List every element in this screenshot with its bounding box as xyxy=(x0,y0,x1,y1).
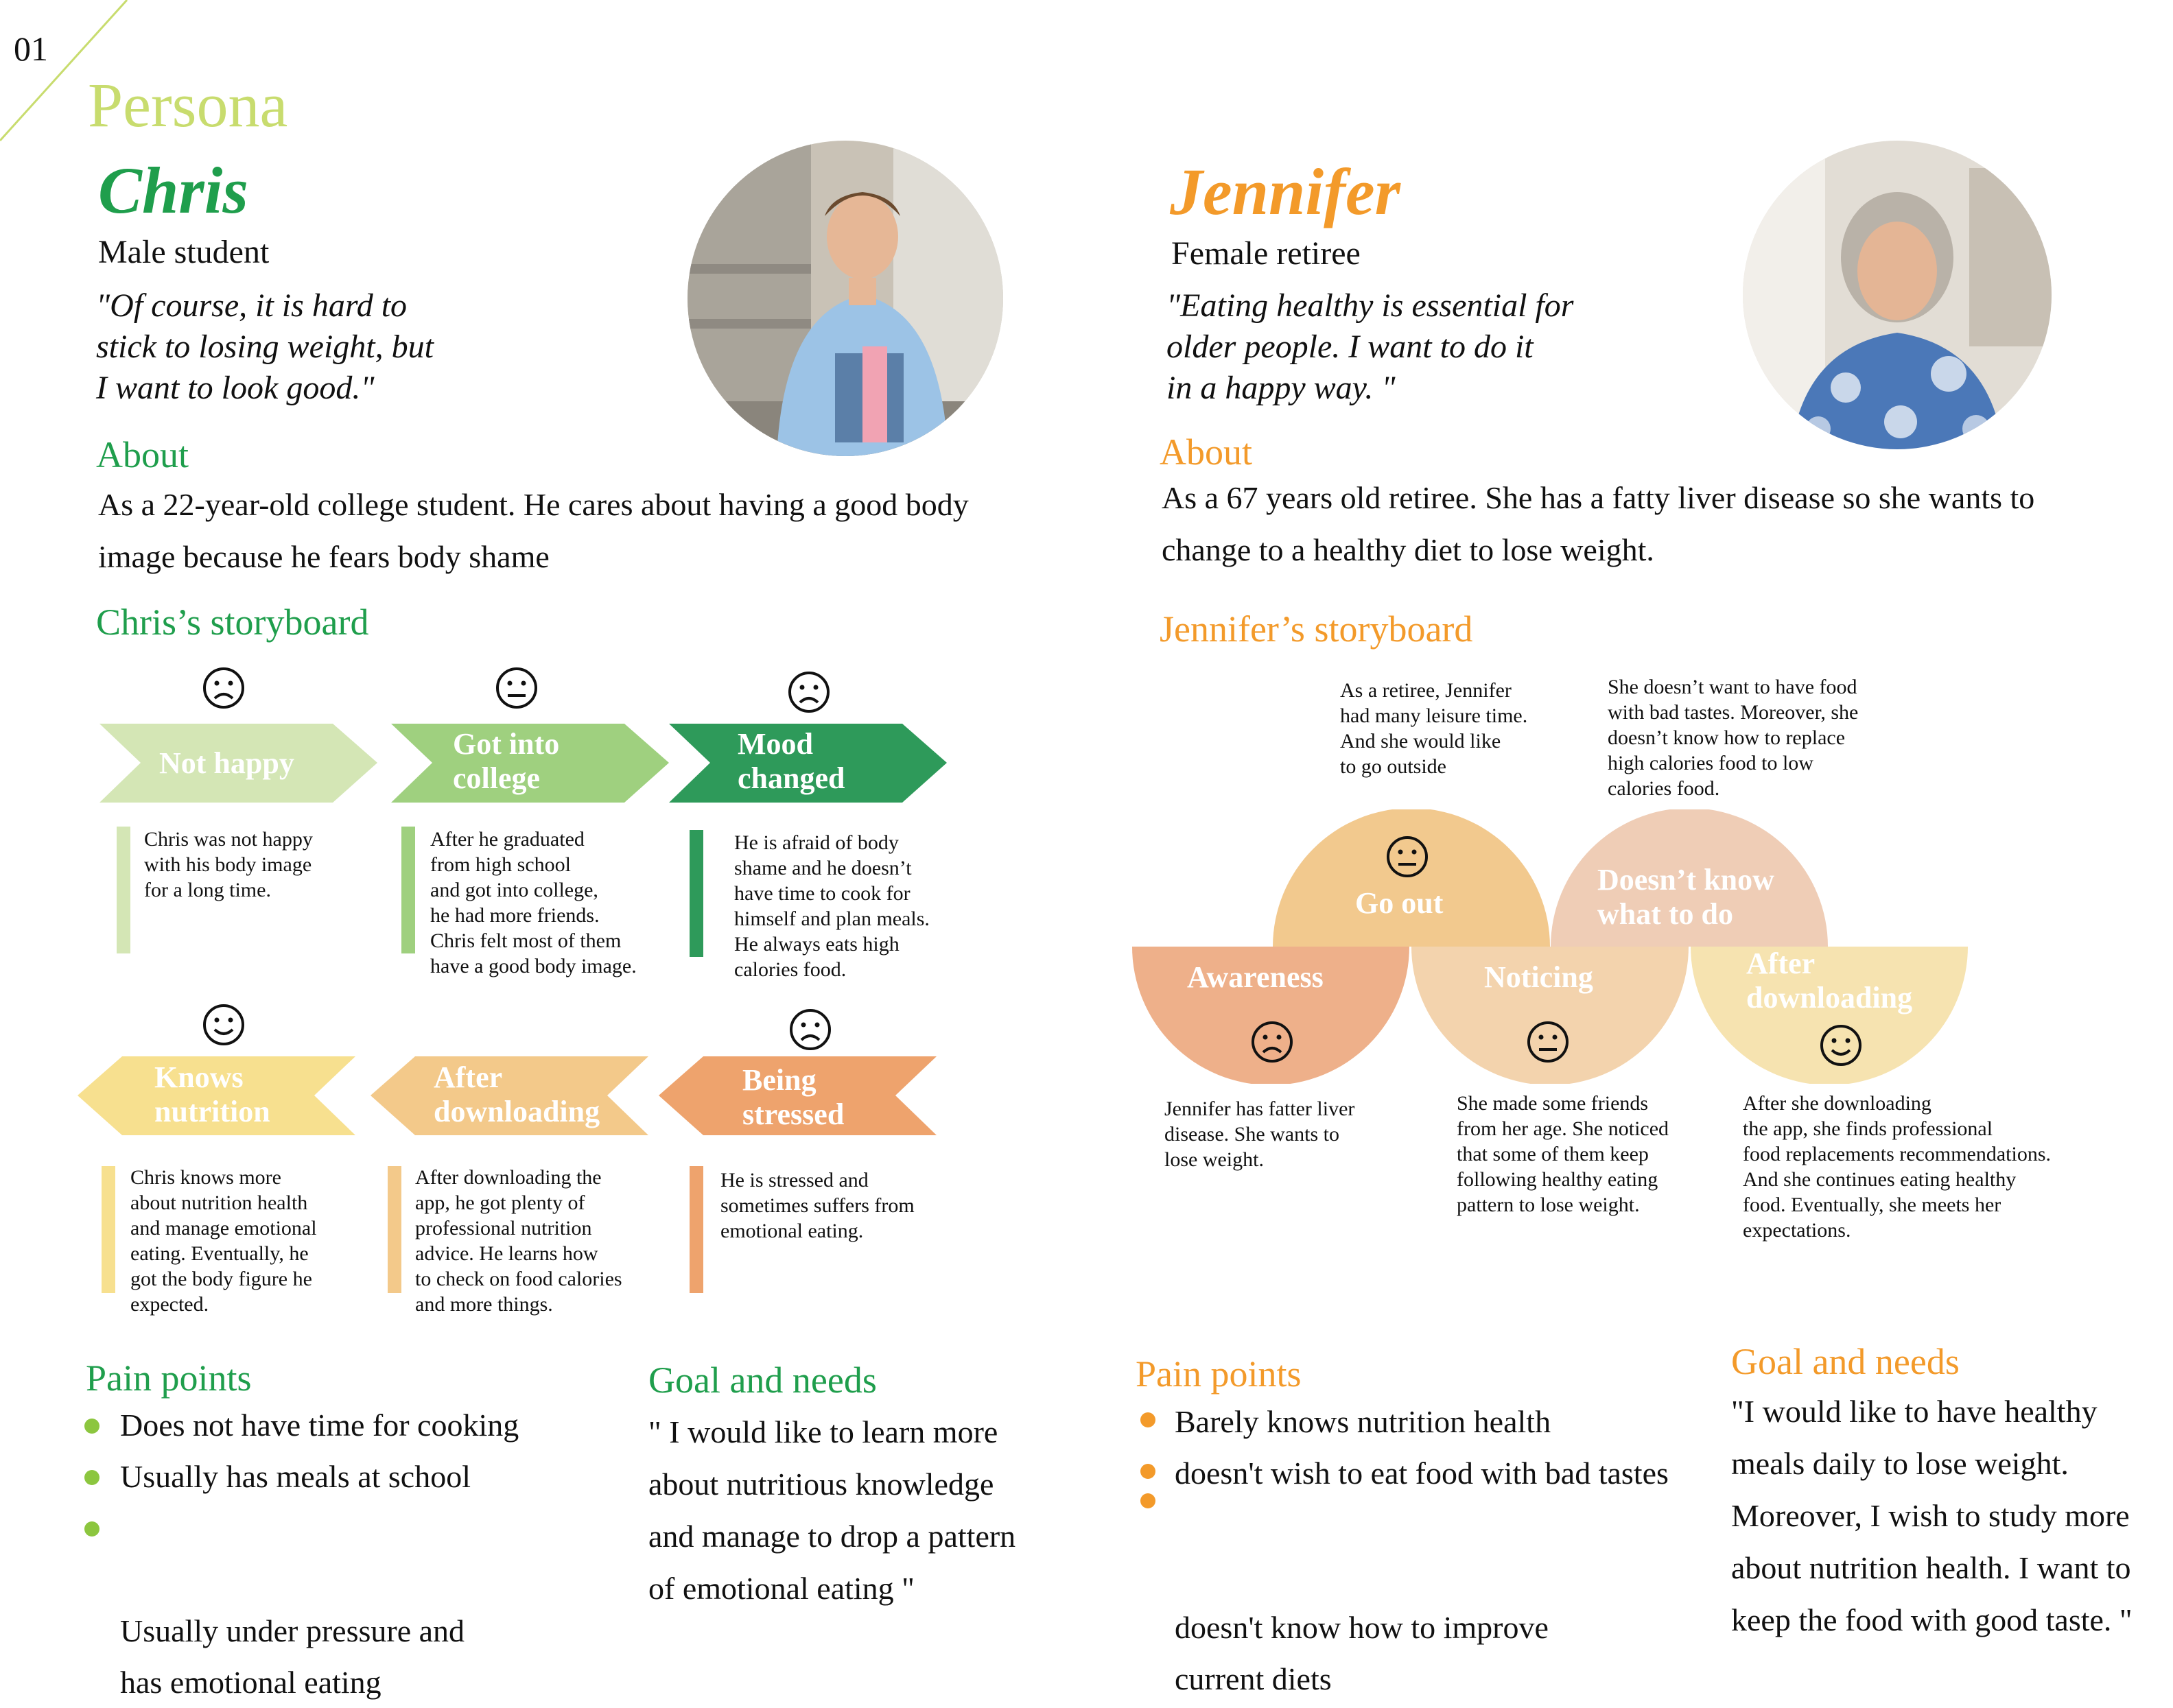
chris-about-heading: About xyxy=(96,434,189,475)
bullet-dot-icon xyxy=(84,1470,99,1485)
chris-quote: "Of course, it is hard to stick to losin… xyxy=(96,287,434,406)
chris-text-bar-5 xyxy=(388,1166,401,1293)
jennifer-goal-heading: Goal and needs xyxy=(1731,1341,1960,1382)
chris-arrow-knows-nutrition xyxy=(78,1056,355,1135)
chris-story-text-4: Chris knows more about nutrition health … xyxy=(130,1166,317,1316)
jennifer-label-noticing: Noticing xyxy=(1484,960,1593,994)
chris-story-text-5: After downloading the app, he got plenty… xyxy=(415,1166,622,1316)
jennifer-name: Jennifer xyxy=(1170,155,1400,228)
pain-point-text: Barely knows nutrition health xyxy=(1175,1404,1551,1439)
jennifer-story-text-doesnt-know: She doesn’t want to have food with bad t… xyxy=(1608,676,1859,800)
chris-pain-list: Does not have time for cooking Usually h… xyxy=(79,1399,628,1708)
neutral-face-icon xyxy=(1527,1021,1569,1063)
bullet-dot-icon xyxy=(1140,1464,1155,1479)
pain-point-text: Usually has meals at school xyxy=(120,1459,471,1494)
sad-face-icon xyxy=(203,667,244,709)
chris-arrow-after-downloading xyxy=(371,1056,648,1135)
chris-text-bar-2 xyxy=(401,827,415,953)
pain-point: doesn't wish to eat food with bad tastes xyxy=(1132,1447,1750,1499)
sad-face-icon xyxy=(790,1009,831,1050)
chris-goal-text: " I would like to learn more about nutri… xyxy=(648,1414,1016,1606)
chris-goal-heading: Goal and needs xyxy=(648,1360,877,1401)
jennifer-storyboard-heading: Jennifer’s storyboard xyxy=(1160,608,1473,650)
jennifer-label-go-out: Go out xyxy=(1355,886,1444,920)
pain-point: Barely knows nutrition health xyxy=(1132,1396,1750,1447)
pain-point-text: Does not have time for cooking xyxy=(120,1408,519,1443)
chris-text-bar-3 xyxy=(690,830,703,957)
jennifer-label-doesnt-know: Doesn’t know what to do xyxy=(1597,863,1774,931)
page-number: 01 xyxy=(14,29,48,68)
chris-text-bar-6 xyxy=(690,1166,703,1293)
page-title: Persona xyxy=(88,70,288,140)
chris-role: Male student xyxy=(98,234,270,270)
pain-point-text: doesn't wish to eat food with bad tastes xyxy=(1175,1456,1669,1491)
jennifer-quote: "Eating healthy is essential for older p… xyxy=(1166,287,1574,406)
chris-storyboard-heading: Chris’s storyboard xyxy=(96,602,369,643)
chris-arrow-label-2: Got into college xyxy=(453,727,560,795)
semicircle-after-downloading xyxy=(1691,947,1968,1084)
chris-arrow-being-stressed xyxy=(659,1056,937,1135)
chris-about-text: As a 22-year-old college student. He car… xyxy=(98,487,969,574)
jennifer-story-text-awareness: Jennifer has fatter liver disease. She w… xyxy=(1164,1098,1355,1171)
happy-face-icon xyxy=(203,1004,244,1045)
chris-text-bar-1 xyxy=(117,827,130,953)
jennifer-story-text-after-downloading: After she downloading the app, she finds… xyxy=(1743,1092,2052,1242)
neutral-face-icon xyxy=(496,667,537,709)
pain-point-text: doesn't know how to improve current diet… xyxy=(1175,1610,1549,1696)
chris-arrow-label-1: Not happy xyxy=(159,746,294,780)
jennifer-pain-list: Barely knows nutrition health doesn't wi… xyxy=(1132,1396,1750,1705)
chris-photo xyxy=(688,141,1003,456)
chris-arrow-mood-changed xyxy=(669,724,947,803)
semicircle-doesnt-know xyxy=(1551,809,1828,947)
chris-story-text-1: Chris was not happy with his body image … xyxy=(144,828,313,901)
chris-arrow-label-4: Knows nutrition xyxy=(154,1060,270,1128)
pain-point-text: Usually under pressure and has emotional… xyxy=(120,1613,465,1700)
jennifer-label-awareness: Awareness xyxy=(1187,960,1324,994)
semicircle-awareness xyxy=(1132,947,1409,1084)
chris-photo-illustration xyxy=(688,141,1003,456)
pain-point: Usually under pressure and has emotional… xyxy=(79,1502,628,1708)
happy-face-icon xyxy=(1820,1025,1861,1066)
sad-face-icon xyxy=(788,672,830,713)
jennifer-photo xyxy=(1743,141,2052,449)
jennifer-role: Female retiree xyxy=(1171,235,1361,272)
jennifer-goal-text: "I would like to have healthy meals dail… xyxy=(1731,1394,2133,1637)
jennifer-about-text: As a 67 years old retiree. She has a fat… xyxy=(1162,480,2035,567)
chris-arrow-label-6: Being stressed xyxy=(742,1063,845,1131)
pain-point: doesn't know how to improve current diet… xyxy=(1132,1493,1750,1705)
chris-arrow-label-5: After downloading xyxy=(434,1060,600,1128)
neutral-face-icon xyxy=(1387,836,1428,877)
pain-point: Usually has meals at school xyxy=(79,1451,628,1502)
chris-name: Chris xyxy=(98,154,248,227)
corner-diagonal-line xyxy=(0,0,128,142)
jennifer-storyboard-diagram xyxy=(1132,809,1968,1084)
jennifer-story-text-noticing: She made some friends from her age. She … xyxy=(1457,1092,1669,1216)
semicircle-noticing xyxy=(1411,947,1689,1084)
bullet-dot-icon xyxy=(84,1419,99,1434)
chris-text-bar-4 xyxy=(102,1166,115,1293)
chris-story-text-3: He is afraid of body shame and he doesn’… xyxy=(734,831,930,981)
jennifer-label-after-downloading: After downloading xyxy=(1746,947,1913,1015)
bullet-dot-icon xyxy=(1140,1493,1155,1508)
semicircle-go-out xyxy=(1273,809,1550,947)
jennifer-photo-illustration xyxy=(1743,141,2052,449)
chris-arrow-got-into-college xyxy=(391,724,669,803)
chris-pain-heading: Pain points xyxy=(86,1357,252,1399)
jennifer-about-heading: About xyxy=(1160,431,1252,473)
chris-story-text-2: After he graduated from high school and … xyxy=(430,828,637,977)
bullet-dot-icon xyxy=(1140,1412,1155,1427)
chris-arrow-label-3: Mood changed xyxy=(738,727,845,795)
bullet-dot-icon xyxy=(84,1521,99,1537)
sad-face-icon xyxy=(1252,1021,1293,1063)
chris-story-text-6: He is stressed and sometimes suffers fro… xyxy=(720,1169,915,1242)
jennifer-story-text-go-out: As a retiree, Jennifer had many leisure … xyxy=(1340,679,1528,778)
pain-point: Does not have time for cooking xyxy=(79,1399,628,1451)
jennifer-pain-heading: Pain points xyxy=(1136,1353,1302,1395)
chris-arrow-not-happy xyxy=(99,724,377,803)
